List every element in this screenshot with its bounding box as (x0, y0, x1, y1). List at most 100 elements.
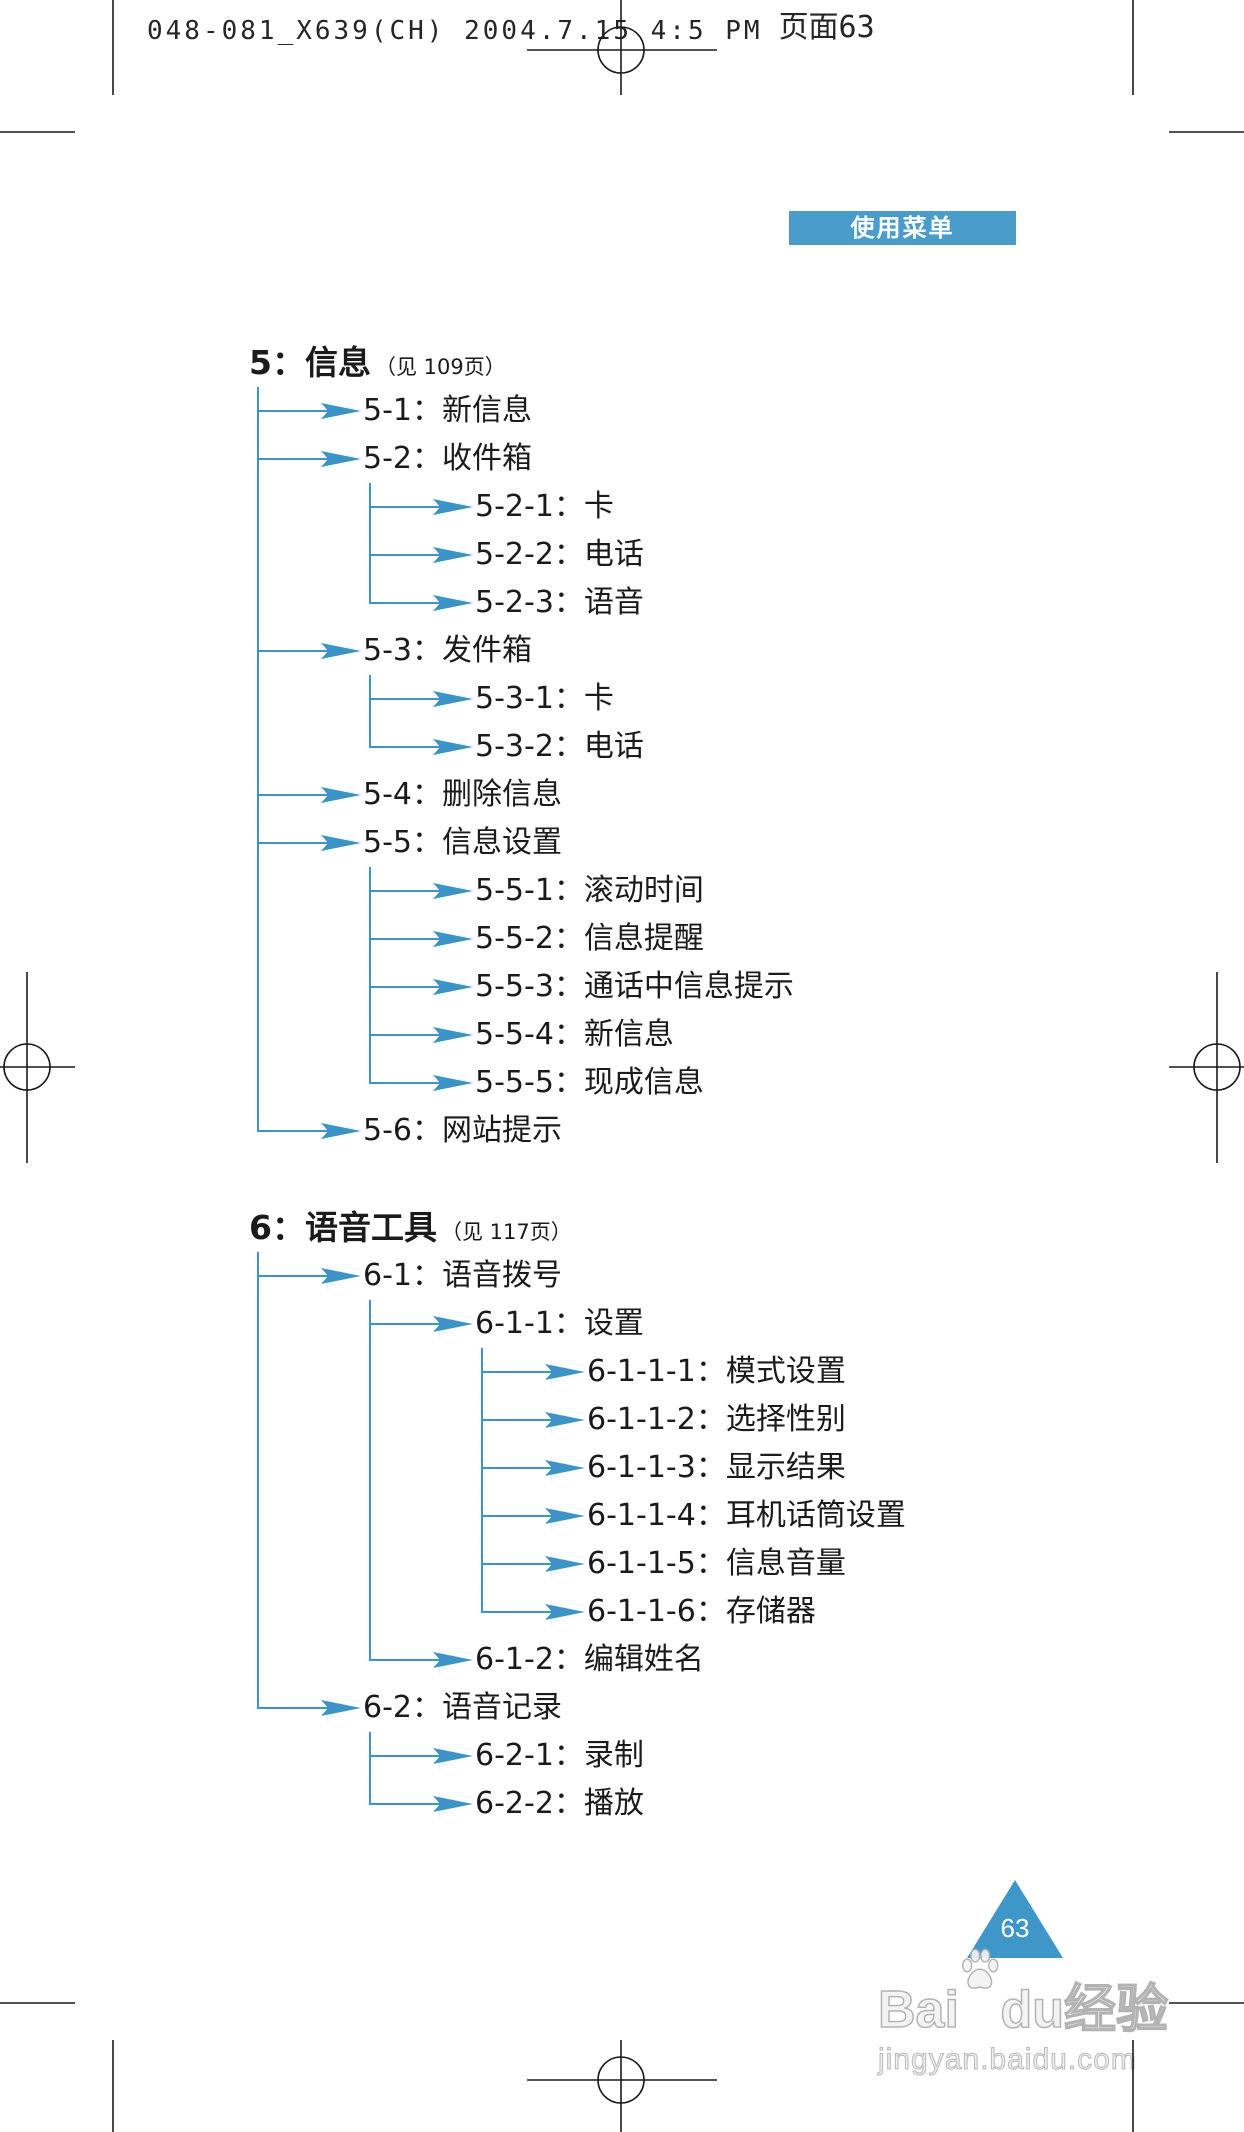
arrow-right-icon (433, 1316, 473, 1332)
section-page-ref: （见 109页） (374, 355, 506, 379)
arrow-right-icon (545, 1508, 585, 1524)
menu-item: 5-4：删除信息 (257, 771, 794, 819)
menu-item: 6-2-1：录制 (369, 1732, 906, 1780)
arrow-right-icon (433, 931, 473, 947)
menu-item-row: 5-5-5：现成信息 (369, 1059, 794, 1107)
arrow-right-icon (433, 595, 473, 611)
menu-item-label: 6-1-1-4：耳机话筒设置 (587, 1498, 906, 1533)
menu-item-row: 5-3-2：电话 (369, 723, 794, 771)
submenu-list: 6-1-1-1：模式设置 6-1-1-2：选择性别 6-1-1-3：显示结果 6-1-… (481, 1348, 906, 1636)
menu-item-row: 5-2：收件箱 (257, 435, 794, 483)
menu-item-row: 5-2-1：卡 (369, 483, 794, 531)
menu-tree: 6-1：语音拨号 6-1-1：设置 6-1-1-1：模式设置 6-1-1-2：选择性别… (257, 1252, 906, 1828)
menu-item-label: 5-2：收件箱 (363, 441, 532, 476)
watermark-brand: Bai du经验 (877, 1945, 1169, 2040)
menu-item-label: 5-5：信息设置 (363, 825, 562, 860)
menu-item-row: 6-1-1：设置 (369, 1300, 906, 1348)
watermark: Bai du经验 jingyan.baidu.com (877, 1945, 1169, 2078)
menu-item-label: 5-2-3：语音 (475, 585, 644, 620)
menu-item-label: 6-2-2：播放 (475, 1786, 644, 1821)
menu-item: 5-5-2：信息提醒 (369, 915, 794, 963)
registration-mark-right (1169, 972, 1244, 1163)
menu-item-row: 6-1-1-2：选择性别 (481, 1396, 906, 1444)
menu-item: 6-1-1：设置 6-1-1-1：模式设置 6-1-1-2：选择性别 6-1-1-3：… (369, 1300, 906, 1636)
menu-item: 5-2：收件箱 5-2-1：卡 5-2-2：电话 5-2-3：语音 (257, 435, 794, 627)
menu-item-label: 5-2-2：电话 (475, 537, 644, 572)
arrow-right-icon (321, 787, 361, 803)
menu-item-label: 6-2-1：录制 (475, 1738, 644, 1773)
menu-item-label: 5-5-5：现成信息 (475, 1065, 704, 1100)
menu-item: 6-1-1-6：存储器 (481, 1588, 906, 1636)
arrow-right-icon (545, 1460, 585, 1476)
menu-item-label: 6-1-1：设置 (475, 1306, 644, 1341)
menu-item-label: 5-5-3：通话中信息提示 (475, 969, 794, 1004)
watermark-url: jingyan.baidu.com (878, 2043, 1137, 2077)
registration-mark-left (0, 972, 75, 1163)
menu-item-label: 5-5-4：新信息 (475, 1017, 674, 1052)
submenu-list: 5-2-1：卡 5-2-2：电话 5-2-3：语音 (369, 483, 794, 627)
section-heading: 5：信息 （见 109页） (249, 339, 794, 387)
menu-item: 5-5-4：新信息 (369, 1011, 794, 1059)
menu-item: 6-1-1-3：显示结果 (481, 1444, 906, 1492)
menu-section-messages: 5：信息 （见 109页） 5-1：新信息 5-2：收件箱 5-2-1：卡 5-2-2… (249, 339, 794, 1155)
menu-item-label: 6-1：语音拨号 (363, 1258, 562, 1293)
menu-item: 6-1-1-2：选择性别 (481, 1396, 906, 1444)
arrow-right-icon (433, 1748, 473, 1764)
menu-item-row: 6-2-1：录制 (369, 1732, 906, 1780)
menu-item-row: 5-2-3：语音 (369, 579, 794, 627)
arrow-right-icon (321, 451, 361, 467)
menu-item-row: 5-5-2：信息提醒 (369, 915, 794, 963)
arrow-right-icon (321, 1700, 361, 1716)
menu-item-row: 6-1：语音拨号 (257, 1252, 906, 1300)
crop-mark-bottom-left (0, 2002, 114, 2132)
menu-item-label: 5-5-2：信息提醒 (475, 921, 704, 956)
menu-item-row: 6-1-1-4：耳机话筒设置 (481, 1492, 906, 1540)
menu-item-row: 5-5-4：新信息 (369, 1011, 794, 1059)
menu-item-row: 5-1：新信息 (257, 387, 794, 435)
menu-item: 6-2-2：播放 (369, 1780, 906, 1828)
menu-item-row: 5-3-1：卡 (369, 675, 794, 723)
menu-item-label: 6-1-2：编辑姓名 (475, 1642, 704, 1677)
menu-item-row: 6-1-1-6：存储器 (481, 1588, 906, 1636)
menu-item-row: 6-1-2：编辑姓名 (369, 1636, 906, 1684)
arrow-right-icon (433, 1652, 473, 1668)
menu-item-label: 6-1-1-5：信息音量 (587, 1546, 846, 1581)
arrow-right-icon (545, 1604, 585, 1620)
menu-item: 5-6：网站提示 (257, 1107, 794, 1155)
section-title: 5：信息 (249, 343, 371, 382)
menu-item: 6-1-1-5：信息音量 (481, 1540, 906, 1588)
menu-item-row: 5-2-2：电话 (369, 531, 794, 579)
registration-mark-bottom (527, 2040, 717, 2132)
menu-item-row: 6-1-1-5：信息音量 (481, 1540, 906, 1588)
menu-item-label: 5-3-2：电话 (475, 729, 644, 764)
submenu-list: 5-5-1：滚动时间 5-5-2：信息提醒 5-5-3：通话中信息提示 5-5-4：新… (369, 867, 794, 1107)
arrow-right-icon (433, 979, 473, 995)
menu-item-row: 5-4：删除信息 (257, 771, 794, 819)
menu-item-label: 6-1-1-2：选择性别 (587, 1402, 846, 1437)
menu-tree: 5-1：新信息 5-2：收件箱 5-2-1：卡 5-2-2：电话 5-2-3：语音 5-3… (257, 387, 794, 1155)
page-number: 63 (1000, 1913, 1030, 1943)
arrow-right-icon (433, 1027, 473, 1043)
arrow-right-icon (545, 1556, 585, 1572)
menu-item-label: 5-3-1：卡 (475, 681, 614, 716)
arrow-right-icon (433, 691, 473, 707)
section-tag: 使用菜单 (789, 211, 1016, 245)
menu-item-label: 5-2-1：卡 (475, 489, 614, 524)
menu-item-row: 5-6：网站提示 (257, 1107, 794, 1155)
arrow-right-icon (321, 1123, 361, 1139)
paw-icon (961, 1948, 999, 1989)
menu-tree-host: 6-1：语音拨号 6-1-1：设置 6-1-1-1：模式设置 6-1-1-2：选择性别… (249, 1252, 906, 1828)
menu-item-label: 6-2：语音记录 (363, 1690, 562, 1725)
menu-item: 5-3-2：电话 (369, 723, 794, 771)
print-page-ref: 页面63 (778, 10, 875, 45)
menu-item-label: 5-5-1：滚动时间 (475, 873, 704, 908)
menu-item: 5-5-3：通话中信息提示 (369, 963, 794, 1011)
menu-item-row: 6-1-1-1：模式设置 (481, 1348, 906, 1396)
print-job-info: 048-081_X639(CH) 2004.7.15 4:5 PM (147, 16, 763, 46)
menu-item: 5-5：信息设置 5-5-1：滚动时间 5-5-2：信息提醒 5-5-3：通话中信息提… (257, 819, 794, 1107)
submenu-list: 5-3-1：卡 5-3-2：电话 (369, 675, 794, 771)
arrow-right-icon (321, 403, 361, 419)
menu-item: 6-1-1-1：模式设置 (481, 1348, 906, 1396)
menu-tree-host: 5-1：新信息 5-2：收件箱 5-2-1：卡 5-2-2：电话 5-2-3：语音 5-3… (249, 387, 794, 1155)
arrow-right-icon (545, 1412, 585, 1428)
